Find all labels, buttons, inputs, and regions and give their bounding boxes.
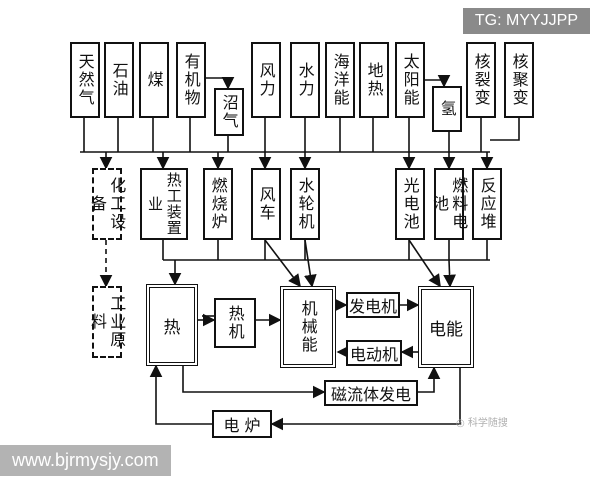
source-coal: 煤 <box>139 42 169 118</box>
source-hydro: 水力 <box>290 42 320 118</box>
source-fission: 核裂变 <box>466 42 496 118</box>
converter-reactor: 反应堆 <box>472 168 502 240</box>
converter-thermal-industry-label: 热工装置业 <box>146 172 183 236</box>
electric-furnace: 电 炉 <box>212 410 272 438</box>
converter-water-turbine: 水轮机 <box>290 168 320 240</box>
mhd-generator: 磁流体发电 <box>324 380 418 406</box>
website-url: www.bjrmysjy.com <box>0 445 171 476</box>
converter-fuel-cell: 燃料电池 <box>430 168 468 240</box>
source-solar: 太阳能 <box>395 42 425 118</box>
heat-engine: 热机 <box>214 298 256 348</box>
generator: 发电机 <box>346 292 400 318</box>
converter-chemical-equipment: 化工设备 <box>88 168 126 240</box>
converter-photocell: 光电池 <box>395 168 425 240</box>
source-natural-gas: 天然气 <box>70 42 100 118</box>
source-wind: 风力 <box>251 42 281 118</box>
energy-mechanical: 机械能 <box>280 286 336 368</box>
source-biogas: 沼气 <box>214 88 244 136</box>
source-geothermal: 地热 <box>359 42 389 118</box>
watermark-text: 科学随搜 <box>467 418 508 429</box>
source-hydrogen: 氢 <box>432 86 462 132</box>
converter-windmill: 风车 <box>251 168 281 240</box>
source-oil: 石油 <box>104 42 134 118</box>
industrial-raw-materials: 工业原料 <box>88 286 126 358</box>
tg-badge: TG: MYYJJPP <box>462 8 590 34</box>
converter-furnace: 燃烧炉 <box>203 168 233 240</box>
source-fusion: 核聚变 <box>504 42 534 118</box>
watermark: ◎ 科学随搜 <box>456 414 508 429</box>
source-ocean: 海洋能 <box>325 42 355 118</box>
energy-heat: 热 <box>146 284 198 366</box>
source-organic: 有机物 <box>176 42 206 118</box>
energy-electric: 电能 <box>418 286 474 368</box>
motor: 电动机 <box>346 340 402 366</box>
watermark-icon: ◎ <box>456 418 465 429</box>
converter-thermal-industry: 热工装置业 <box>140 168 188 240</box>
